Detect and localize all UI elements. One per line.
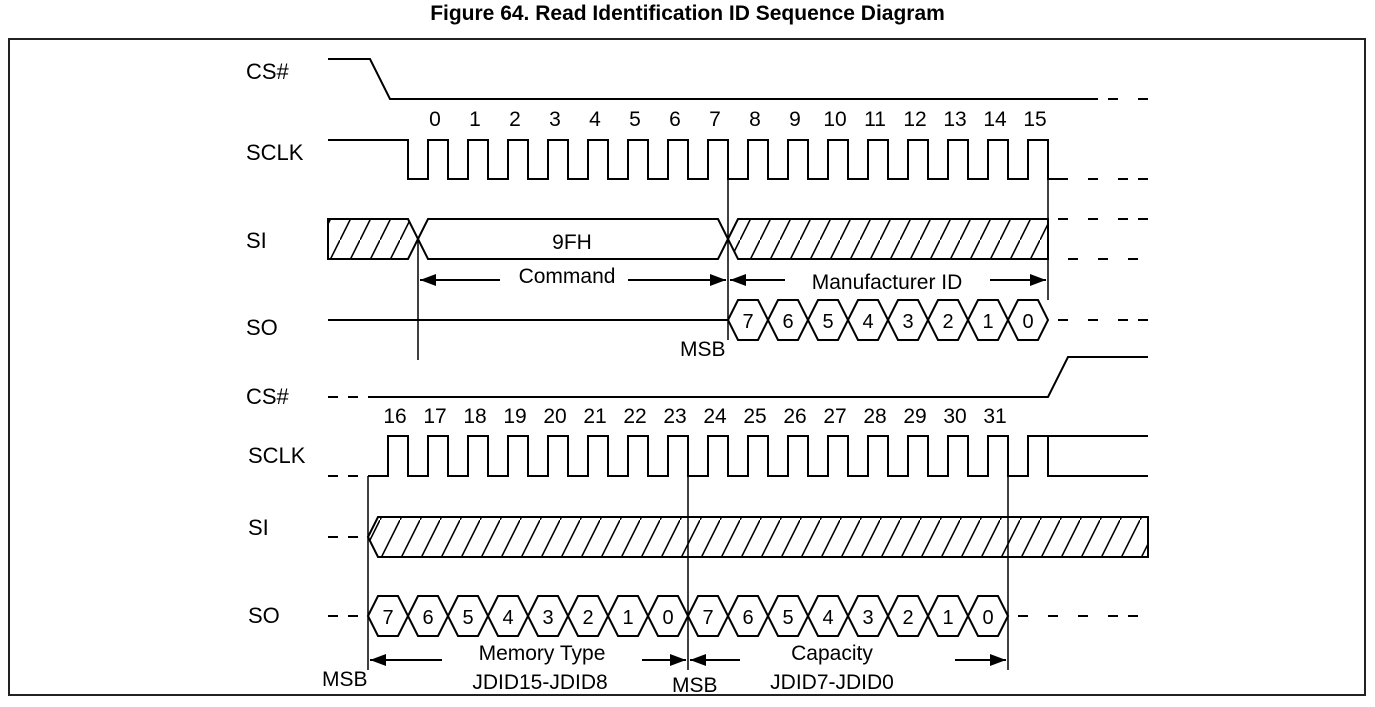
capacity-bit-label: 3 <box>862 607 873 629</box>
msb-label-top: MSB <box>680 338 726 361</box>
si-waveform-bottom <box>328 516 1149 558</box>
capacity-bit-cell <box>966 595 1010 637</box>
cs-waveform-bottom <box>328 356 1148 398</box>
clock-number: 25 <box>743 405 766 428</box>
manufacturer-bit-label: 2 <box>942 311 953 333</box>
clock-numbers-bottom: 16 17 18 19 20 21 22 23 24 25 26 27 28 29 30 31 <box>383 405 1006 428</box>
clock-number: 4 <box>589 108 601 131</box>
clock-number: 8 <box>749 108 761 131</box>
cs-waveform-top <box>328 58 1148 100</box>
capacity-bit-label: 7 <box>702 607 713 629</box>
memory-type-bit-label: 5 <box>462 607 473 629</box>
so-label-bottom: SO <box>248 603 280 628</box>
command-arrow <box>420 274 726 286</box>
clock-number: 12 <box>903 108 926 131</box>
clock-number: 13 <box>943 108 966 131</box>
clock-number: 21 <box>583 405 606 428</box>
memory-type-bit-label: 1 <box>622 607 633 629</box>
clock-number: 27 <box>823 405 846 428</box>
memory-type-bit-label: 4 <box>502 607 513 629</box>
clock-number: 5 <box>629 108 641 131</box>
clock-number: 1 <box>469 108 481 131</box>
manufacturer-bit-cell <box>1006 299 1050 341</box>
manufacturer-bit-label: 5 <box>822 311 833 333</box>
clock-number: 2 <box>509 108 521 131</box>
capacity-label: Capacity <box>791 642 873 665</box>
msb-label-bottom-left: MSB <box>322 668 368 691</box>
clock-number: 17 <box>423 405 446 428</box>
clock-number: 0 <box>429 108 441 131</box>
reference-lines-bottom <box>367 436 1009 670</box>
reference-lines-top <box>417 140 1049 360</box>
memory-type-range: JDID15-JDID8 <box>472 671 607 694</box>
clock-number: 26 <box>783 405 806 428</box>
clock-number: 24 <box>703 405 727 428</box>
sclk-label-top: SCLK <box>246 140 304 165</box>
memory-type-bit-label: 3 <box>542 607 553 629</box>
si-waveform-top <box>327 218 1148 260</box>
clock-number: 15 <box>1023 108 1046 131</box>
clock-number: 11 <box>864 108 886 131</box>
manufacturer-bit-label: 4 <box>862 311 873 333</box>
memory-type-bit-label: 2 <box>582 607 593 629</box>
cs-label-bottom: CS# <box>246 384 290 409</box>
clock-number: 31 <box>983 405 1006 428</box>
clock-number: 14 <box>983 108 1007 131</box>
capacity-bit-label: 4 <box>822 607 833 629</box>
sclk-waveform-top <box>328 139 1148 180</box>
clock-number: 3 <box>549 108 561 131</box>
clock-number: 23 <box>663 405 686 428</box>
diagram-frame <box>8 38 1366 696</box>
command-label: Command <box>519 265 616 288</box>
clock-number: 28 <box>863 405 886 428</box>
memory-type-arrow <box>370 654 686 666</box>
clock-number: 10 <box>823 108 846 131</box>
memory-type-bit-label: 6 <box>422 607 433 629</box>
clock-number: 18 <box>463 405 486 428</box>
clock-number: 19 <box>503 405 526 428</box>
manufacturer-bit-label: 6 <box>782 311 793 333</box>
figure-title: Figure 64. Read Identification ID Sequen… <box>430 2 945 25</box>
capacity-arrow <box>690 654 1006 666</box>
sclk-label-bottom: SCLK <box>248 443 306 468</box>
clock-number: 7 <box>709 108 721 131</box>
clock-number: 22 <box>623 405 646 428</box>
manufacturer-arrow <box>730 274 1046 286</box>
msb-label-bottom-mid: MSB <box>672 674 718 697</box>
clock-number: 16 <box>383 405 406 428</box>
capacity-bit-label: 2 <box>902 607 913 629</box>
clock-number: 29 <box>903 405 926 428</box>
clock-number: 20 <box>543 405 566 428</box>
capacity-bit-label: 6 <box>742 607 753 629</box>
si-command-value: 9FH <box>552 231 592 254</box>
manufacturer-label: Manufacturer ID <box>812 271 963 294</box>
capacity-bit-label: 1 <box>942 607 953 629</box>
memory-type-label: Memory Type <box>479 642 606 665</box>
clock-number: 30 <box>943 405 966 428</box>
sclk-waveform-bottom <box>328 435 1148 477</box>
capacity-range: JDID7-JDID0 <box>770 671 894 694</box>
clock-number: 6 <box>669 108 681 131</box>
manufacturer-bit-label: 1 <box>982 311 993 333</box>
si-label-top: SI <box>246 228 267 253</box>
manufacturer-bit-label: 0 <box>1022 311 1033 333</box>
manufacturer-bit-label: 3 <box>902 311 913 333</box>
cs-label-top: CS# <box>246 59 290 84</box>
manufacturer-bit-label: 7 <box>742 311 753 333</box>
clock-number: 9 <box>789 108 801 131</box>
so-bits-bottom: 7 6 5 4 3 2 1 0 7 6 5 4 3 2 1 0 <box>366 595 1010 637</box>
memory-type-bit-label: 7 <box>382 607 393 629</box>
capacity-bit-label: 5 <box>782 607 793 629</box>
so-bits-top: 7 6 5 4 3 2 1 0 <box>726 299 1050 341</box>
so-label-top: SO <box>246 315 278 340</box>
si-label-bottom: SI <box>248 515 269 540</box>
capacity-bit-label: 0 <box>982 607 993 629</box>
memory-type-bit-label: 0 <box>662 607 673 629</box>
